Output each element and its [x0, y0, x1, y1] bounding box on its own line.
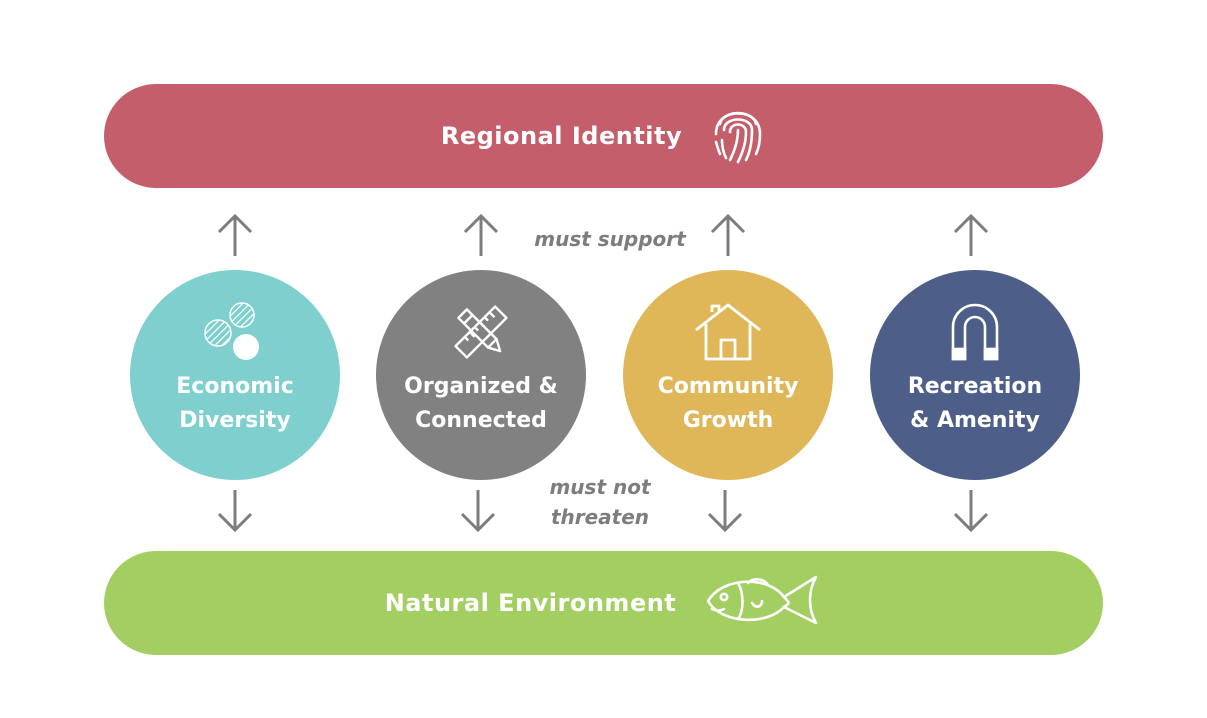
- must-support-label: must support: [534, 227, 686, 251]
- up-arrow-icon: [463, 213, 499, 256]
- fish-icon: [704, 573, 822, 633]
- up-arrow-icon: [953, 213, 989, 256]
- economic-diversity-label: Economic Diversity: [176, 374, 294, 433]
- recreation-amenity-circle: Recreation & Amenity: [870, 270, 1080, 480]
- down-arrow-icon: [460, 490, 496, 533]
- economic-diversity-circle: Economic Diversity: [130, 270, 340, 480]
- down-arrow-icon: [217, 490, 253, 533]
- house-icon: [694, 296, 762, 368]
- natural-environment-band: Natural Environment: [104, 551, 1103, 655]
- community-growth-label: Community Growth: [657, 374, 799, 433]
- fingerprint-icon: [710, 100, 766, 172]
- recreation-amenity-label: Recreation & Amenity: [907, 374, 1043, 433]
- down-arrow-icon: [707, 490, 743, 533]
- magnet-icon: [947, 296, 1003, 368]
- coins-icon: [202, 296, 268, 368]
- up-arrow-icon: [710, 213, 746, 256]
- organized-connected-label: Organized & Connected: [404, 374, 558, 433]
- natural-environment-label: Natural Environment: [384, 589, 677, 617]
- regional-identity-band: Regional Identity: [104, 84, 1103, 188]
- regional-identity-label: Regional Identity: [440, 122, 683, 150]
- ruler-pencil-icon: [451, 296, 511, 368]
- down-arrow-icon: [953, 490, 989, 533]
- up-arrow-icon: [217, 213, 253, 256]
- organized-connected-circle: Organized & Connected: [376, 270, 586, 480]
- must-not-threaten-label: must not threaten: [549, 475, 651, 529]
- community-growth-circle: Community Growth: [623, 270, 833, 480]
